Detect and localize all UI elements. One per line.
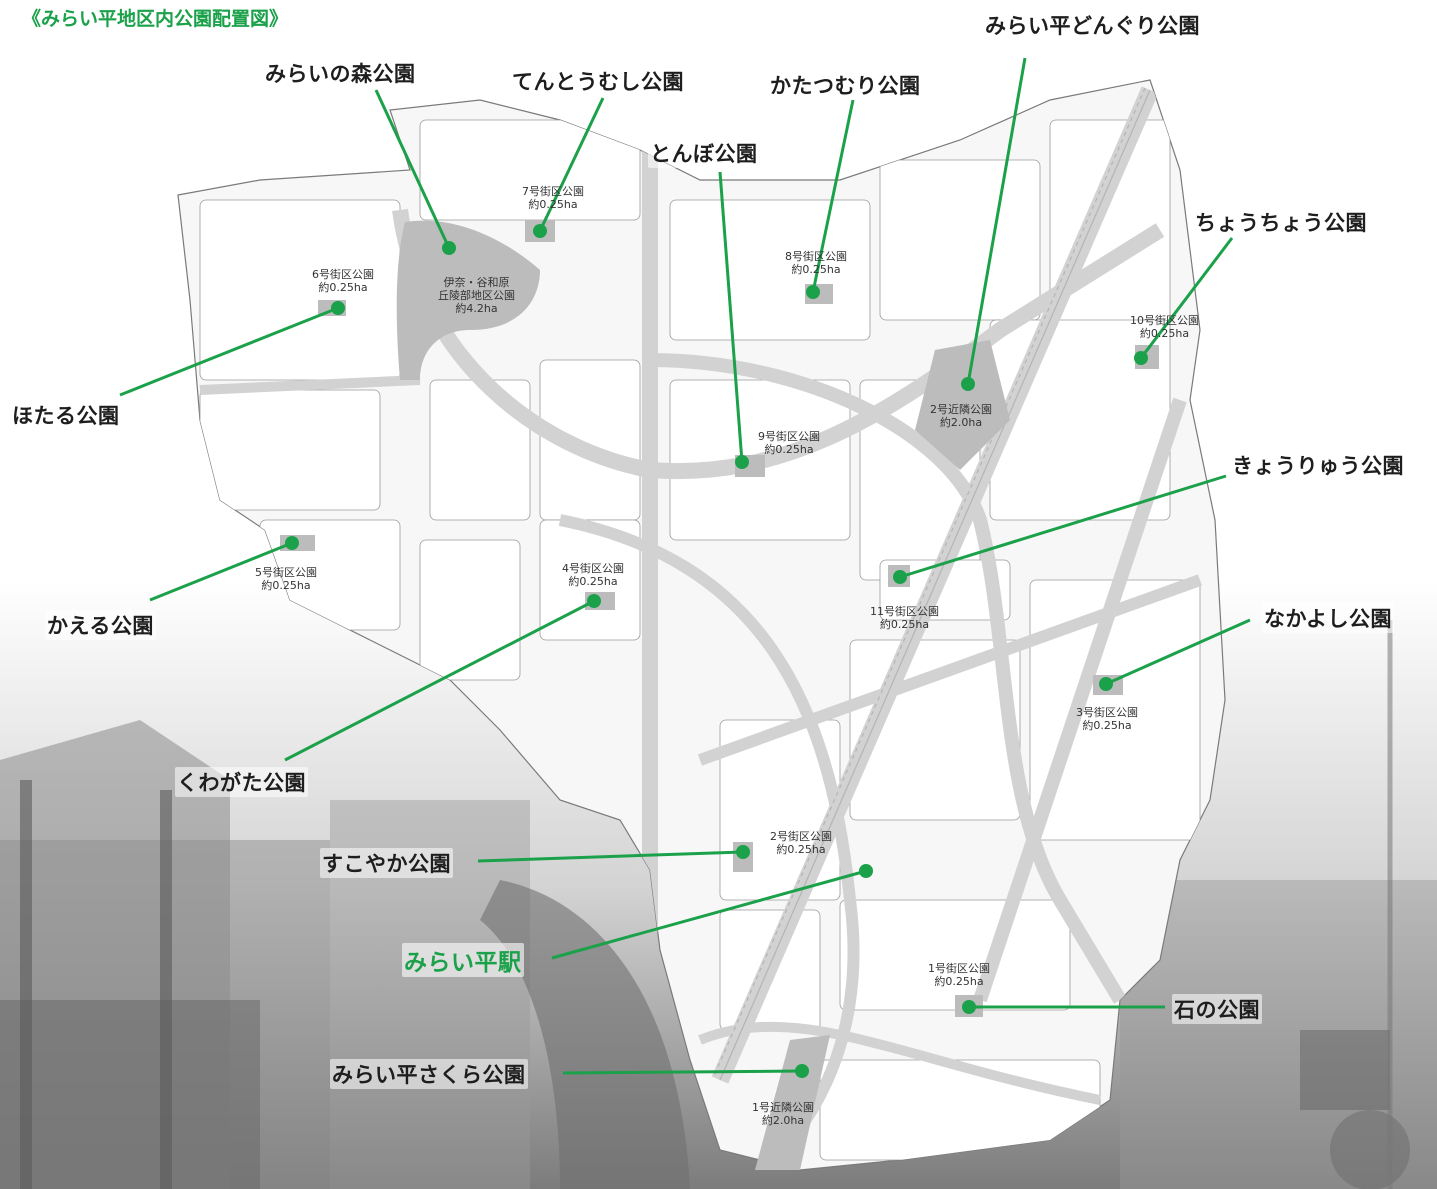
plan-label-line: 7号街区公園 xyxy=(522,185,584,198)
plan-label-line: 約0.25ha xyxy=(764,443,814,456)
park-label-kuwagata[interactable]: くわがた公園 xyxy=(175,767,308,797)
plan-label-kuwagata: 4号街区公園約0.25ha xyxy=(562,562,624,588)
leader-line-tonbo xyxy=(718,171,744,463)
plan-label-donguri: 2号近隣公園約2.0ha xyxy=(930,403,992,429)
map-title: 《みらい平地区内公園配置図》 xyxy=(22,8,289,30)
plan-label-line: 8号街区公園 xyxy=(785,250,847,263)
park-label-sukoyaka[interactable]: すこやか公園 xyxy=(320,848,453,878)
plan-label-line: 約0.25ha xyxy=(776,843,826,856)
plan-label-line: 約0.25ha xyxy=(1082,719,1132,732)
plan-label-mirai-no-mori: 伊奈・谷和原丘陵部地区公園約4.2ha xyxy=(438,276,515,315)
plan-label-line: 約0.25ha xyxy=(1139,327,1190,340)
park-label-sakura[interactable]: みらい平さくら公園 xyxy=(330,1059,528,1089)
leader-line-chouchou xyxy=(1139,237,1234,359)
park-label-chouchou[interactable]: ちょうちょう公園 xyxy=(1193,207,1369,237)
plan-label-kyouryuu: 11号街区公園約0.25ha xyxy=(870,605,939,631)
leader-line-kyouryuu xyxy=(899,474,1227,579)
leader-line-kaeru xyxy=(149,541,293,602)
plan-label-line: 2号近隣公園 xyxy=(930,403,992,416)
park-label-ishi[interactable]: 石の公園 xyxy=(1172,994,1262,1024)
plan-label-line: 6号街区公園 xyxy=(312,268,374,281)
leader-line-hotaru xyxy=(119,306,339,397)
plan-label-line: 丘陵部地区公園 xyxy=(438,289,515,302)
park-label-donguri[interactable]: みらい平どんぐり公園 xyxy=(983,10,1202,40)
station-label[interactable]: みらい平駅 xyxy=(402,943,524,977)
station-marker xyxy=(859,864,873,878)
plan-label-line: 約0.25ha xyxy=(318,281,368,294)
park-marker-hotaru xyxy=(331,301,345,315)
plan-label-tonbo: 9号街区公園約0.25ha xyxy=(758,430,820,456)
park-marker-katatsumuri xyxy=(806,285,820,299)
plan-label-line: 5号街区公園 xyxy=(255,566,317,579)
park-marker-tonbo xyxy=(735,455,749,469)
plan-label-chouchou: 10号街区公園約0.25ha xyxy=(1130,314,1199,340)
park-marker-kyouryuu xyxy=(893,570,907,584)
leader-line-sukoyaka xyxy=(477,850,744,863)
plan-label-line: 約2.0ha xyxy=(939,416,983,429)
park-label-hotaru[interactable]: ほたる公園 xyxy=(10,400,122,430)
leader-lines xyxy=(119,57,1251,1075)
park-ground-mirai-no-mori xyxy=(396,220,540,380)
park-ground-sakura xyxy=(755,1035,830,1170)
park-marker-tentoumushi xyxy=(533,224,547,238)
park-label-kyouryuu[interactable]: きょうりゅう公園 xyxy=(1230,450,1406,480)
plan-label-line: 2号街区公園 xyxy=(770,830,832,843)
plan-label-kaeru: 5号街区公園約0.25ha xyxy=(255,566,317,592)
plan-label-line: 11号街区公園 xyxy=(870,605,939,618)
leader-line-donguri xyxy=(966,57,1027,385)
park-marker-nakayoshi xyxy=(1099,677,1113,691)
leader-line-station xyxy=(551,869,867,960)
plan-label-line: 約2.0ha xyxy=(761,1114,805,1127)
leader-line-nakayoshi xyxy=(1105,618,1251,686)
plan-label-line: 約0.25ha xyxy=(879,618,930,631)
plan-label-ishi: 1号街区公園約0.25ha xyxy=(928,962,990,988)
plan-label-sakura: 1号近隣公園約2.0ha xyxy=(752,1101,814,1127)
plan-label-line: 約0.25ha xyxy=(261,579,311,592)
plan-label-line: 10号街区公園 xyxy=(1130,314,1199,327)
plan-label-tentoumushi: 7号街区公園約0.25ha xyxy=(522,185,584,211)
park-marker-kuwagata xyxy=(587,594,601,608)
leader-line-katatsumuri xyxy=(811,99,855,293)
plan-label-sukoyaka: 2号街区公園約0.25ha xyxy=(770,830,832,856)
plan-label-line: 約0.25ha xyxy=(568,575,618,588)
leader-line-tentoumushi xyxy=(538,97,605,232)
park-marker-sukoyaka xyxy=(736,845,750,859)
park-marker-sakura xyxy=(795,1064,809,1078)
plan-label-katatsumuri: 8号街区公園約0.25ha xyxy=(785,250,847,276)
plan-label-nakayoshi: 3号街区公園約0.25ha xyxy=(1076,706,1138,732)
park-label-nakayoshi[interactable]: なかよし公園 xyxy=(1262,603,1394,633)
plan-label-line: 1号街区公園 xyxy=(928,962,990,975)
plan-label-line: 約0.25ha xyxy=(934,975,984,988)
railway xyxy=(713,87,1151,1081)
park-marker-ishi xyxy=(962,1000,976,1014)
leader-line-sakura xyxy=(562,1069,803,1075)
plan-label-line: 約4.2ha xyxy=(455,302,498,315)
park-label-tentoumushi[interactable]: てんとうむし公園 xyxy=(510,66,686,96)
park-label-mirai-no-mori[interactable]: みらいの森公園 xyxy=(263,58,418,88)
park-label-tonbo[interactable]: とんぼ公園 xyxy=(648,138,760,168)
plan-label-line: 1号近隣公園 xyxy=(752,1101,814,1114)
park-marker-donguri xyxy=(961,377,975,391)
plan-label-line: 伊奈・谷和原 xyxy=(443,276,510,289)
plan-label-line: 3号街区公園 xyxy=(1076,706,1138,719)
plan-label-line: 約0.25ha xyxy=(791,263,841,276)
leader-line-mirai-no-mori xyxy=(374,89,451,249)
park-label-kaeru[interactable]: かえる公園 xyxy=(45,610,156,640)
plan-label-line: 9号街区公園 xyxy=(758,430,820,443)
park-label-katatsumuri[interactable]: かたつむり公園 xyxy=(768,70,923,100)
leader-line-kuwagata xyxy=(284,599,595,762)
park-marker-chouchou xyxy=(1134,351,1148,365)
park-ground-donguri xyxy=(915,340,1010,470)
plan-label-line: 4号街区公園 xyxy=(562,562,624,575)
park-markers xyxy=(285,224,1148,1078)
plan-label-hotaru: 6号街区公園約0.25ha xyxy=(312,268,374,294)
plan-label-line: 約0.25ha xyxy=(528,198,578,211)
park-marker-kaeru xyxy=(285,536,299,550)
park-marker-mirai-no-mori xyxy=(442,241,456,255)
